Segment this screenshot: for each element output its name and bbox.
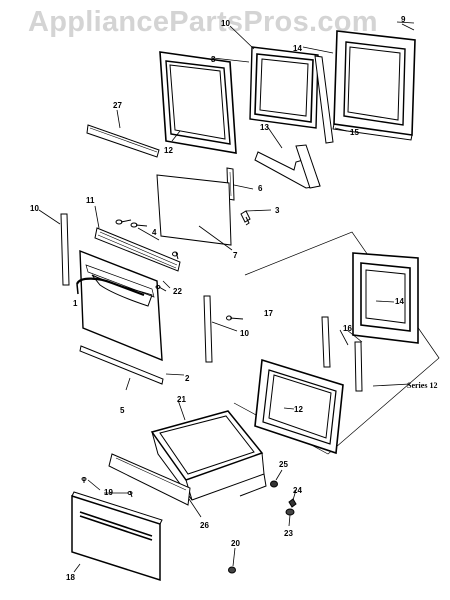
callout-23: 23 <box>284 529 293 538</box>
callout-27: 27 <box>113 101 122 110</box>
callout-1: 1 <box>73 299 78 308</box>
callout-22: 22 <box>173 287 182 296</box>
part-clips-19 <box>81 477 133 498</box>
callout-25: 25 <box>279 460 288 469</box>
part-side-strip-right <box>203 295 213 363</box>
callout-10-top: 10 <box>221 19 230 28</box>
part-trim-27 <box>86 124 160 158</box>
callout-4: 4 <box>152 228 157 237</box>
part-drawer-front <box>71 491 163 582</box>
leader-lines <box>38 21 415 573</box>
callout-13: 13 <box>260 123 269 132</box>
part-series-strip-b <box>354 341 363 392</box>
part-series-strip-a <box>321 316 331 368</box>
part-screws-4 <box>115 219 179 260</box>
part-gasket-strip <box>314 55 334 144</box>
part-glides <box>228 480 297 574</box>
callout-20: 20 <box>231 539 240 548</box>
part-bottom-trim-5 <box>79 345 164 385</box>
callout-3: 3 <box>275 206 280 215</box>
part-glass-pane <box>156 174 232 246</box>
callout-16: 16 <box>343 324 352 333</box>
callout-26: 26 <box>200 521 209 530</box>
callout-labels: 9 14 10 8 15 12 27 13 6 3 4 7 11 10 1 22… <box>30 15 406 582</box>
callout-15: 15 <box>350 128 359 137</box>
watermark: AppliancePartsPros.com <box>28 6 378 38</box>
callout-12-series: 12 <box>294 405 303 414</box>
part-drawer-side <box>108 453 191 506</box>
callout-11: 11 <box>86 196 95 205</box>
callout-14-series: 14 <box>395 297 404 306</box>
part-oven-door <box>75 249 163 362</box>
callout-9: 9 <box>401 15 406 24</box>
part-inner-door-frame <box>159 51 237 154</box>
part-clip-3 <box>240 210 251 226</box>
callout-10-left: 10 <box>30 204 39 213</box>
callout-8: 8 <box>211 55 216 64</box>
part-door-liner <box>249 46 319 129</box>
callout-5: 5 <box>120 406 125 415</box>
part-series-inner-frame <box>254 358 344 455</box>
callout-6: 6 <box>258 184 263 193</box>
callout-19: 19 <box>104 488 113 497</box>
part-outer-door-panel <box>332 30 416 141</box>
callout-14: 14 <box>293 44 302 53</box>
part-storage-drawer <box>150 410 267 501</box>
callout-12: 12 <box>164 146 173 155</box>
callout-21: 21 <box>177 395 186 404</box>
callout-24: 24 <box>293 486 302 495</box>
part-series-door-panel <box>352 252 419 344</box>
series-12-label: Series 12 <box>407 381 437 390</box>
callout-10-right: 10 <box>240 329 249 338</box>
callout-18: 18 <box>66 573 75 582</box>
part-screw-17 <box>229 317 244 320</box>
part-side-strip-left <box>60 213 70 286</box>
callout-2: 2 <box>185 374 190 383</box>
callout-7: 7 <box>233 251 238 260</box>
callout-17: 17 <box>264 309 273 318</box>
